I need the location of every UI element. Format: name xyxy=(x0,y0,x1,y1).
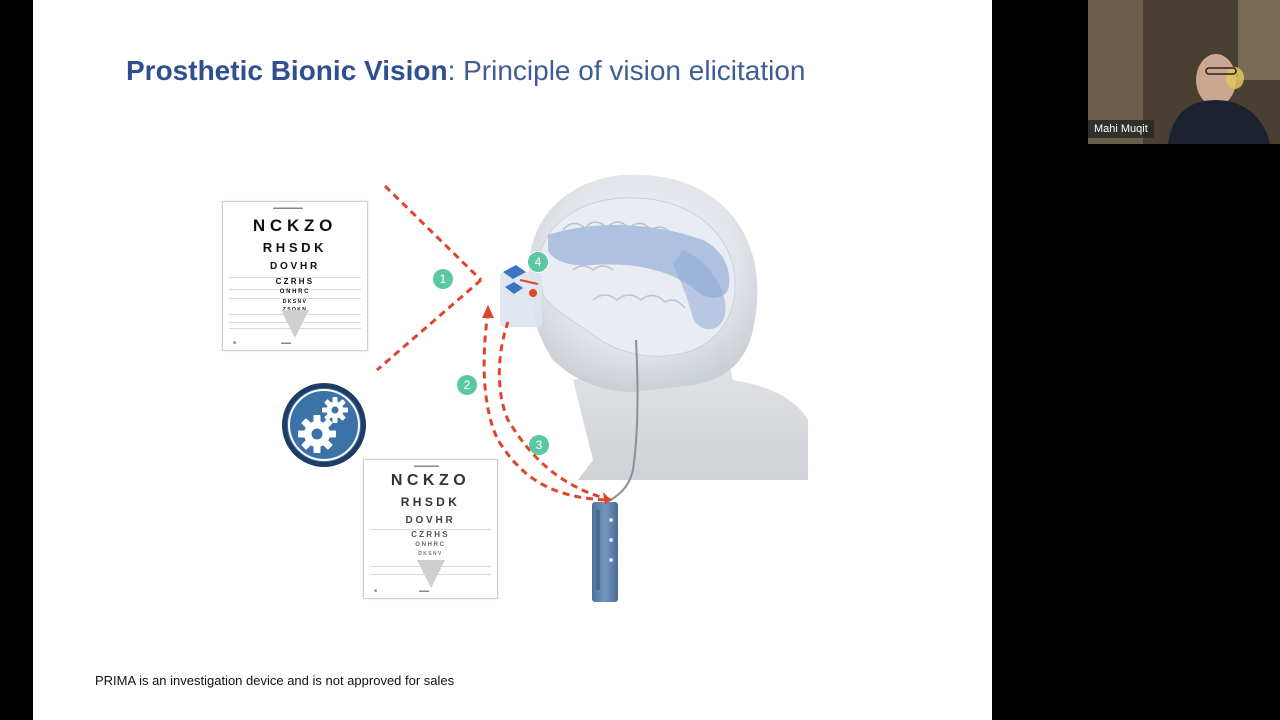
eye-chart-row: ONHRC xyxy=(415,542,446,548)
eye-chart-row: RHSDK xyxy=(400,495,461,509)
disclaimer-footnote: PRIMA is an investigation device and is … xyxy=(95,673,455,688)
step-marker-1: 1 xyxy=(433,269,453,289)
step-marker-2: 2 xyxy=(457,375,477,395)
slide-title-bold: Prosthetic Bionic Vision xyxy=(126,55,448,86)
eye-chart-top: ▬▬▬▬▬▬ NCKZO RHSDK DOVHR CZRHS ONHRC DKS… xyxy=(222,201,368,351)
eye-chart-row: RHSDK xyxy=(262,240,328,255)
slide-title: Prosthetic Bionic Vision: Principle of v… xyxy=(126,55,806,87)
eye-chart-row: DKSNV xyxy=(282,299,308,305)
presentation-slide: Prosthetic Bionic Vision: Principle of v… xyxy=(33,0,992,720)
step-marker-4: 4 xyxy=(527,251,549,273)
head-brain-illustration xyxy=(500,174,808,501)
vision-pathway-diagram xyxy=(376,174,808,602)
eye-chart-row: NCKZO xyxy=(252,216,338,235)
step-marker-3: 3 xyxy=(529,435,549,455)
eye-chart-row: CZRHS xyxy=(411,530,450,539)
eye-chart-row: ONHRC xyxy=(279,289,311,295)
signal-arrows xyxy=(376,184,612,502)
participant-name-label: Mahi Muqit xyxy=(1088,120,1154,138)
pocket-processor-icon xyxy=(592,502,618,602)
eye-chart-bottom: ▬▬▬▬▬ NCKZO RHSDK DOVHR CZRHS ONHRC DKSN… xyxy=(363,459,498,599)
participant-video-tile[interactable]: Mahi Muqit xyxy=(1088,0,1280,144)
eye-chart-row: DOVHR xyxy=(269,261,321,272)
gears-icon xyxy=(282,383,366,467)
eye-chart-row: CZRHS xyxy=(275,277,315,286)
slide-title-rest: : Principle of vision elicitation xyxy=(447,55,806,86)
eye-chart-row: NCKZO xyxy=(390,472,471,489)
eye-chart-row: DOVHR xyxy=(405,515,456,526)
eye-chart-row: DKSNV xyxy=(418,551,443,557)
